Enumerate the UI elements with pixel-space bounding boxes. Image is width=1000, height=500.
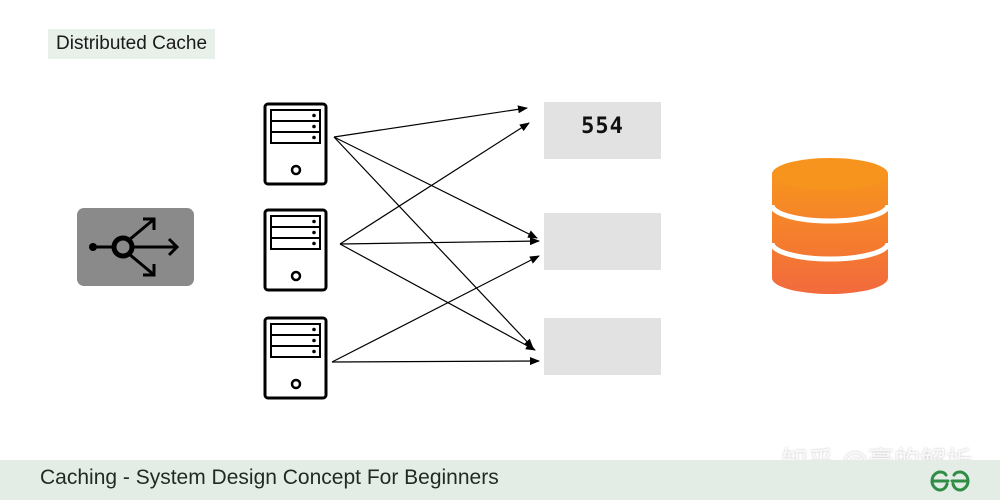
arrow-s3-c2 [331,255,540,363]
cache-node-1: 554 [544,102,661,159]
app-server-3 [263,316,328,400]
server-icon [263,316,328,400]
arrow-s1-c2 [333,136,538,239]
server-icon [263,102,328,186]
footer-bar: Caching - System Design Concept For Begi… [0,460,1000,500]
connections [331,105,540,366]
cache-node-2 [544,213,661,270]
diagram-title: Distributed Cache [48,29,216,59]
database-icon [769,158,891,294]
server-icon [263,208,328,292]
arrow-s2-c1 [339,122,530,245]
load-balancer-icon [89,217,180,277]
load-balancer [77,208,194,286]
cache-node-3 [544,318,661,375]
arrow-s2-c2 [339,237,540,246]
arrow-s2-c3 [339,243,536,351]
arrow-s1-c1 [333,105,528,138]
cache-node-value: 554 [581,114,624,139]
diagram-canvas [263,102,891,400]
footer-title: Caching - System Design Concept For Begi… [40,466,499,489]
arrow-s3-c3 [331,357,540,366]
app-server-1 [263,102,328,186]
app-server-2 [263,208,328,292]
geeksforgeeks-logo [930,470,970,492]
